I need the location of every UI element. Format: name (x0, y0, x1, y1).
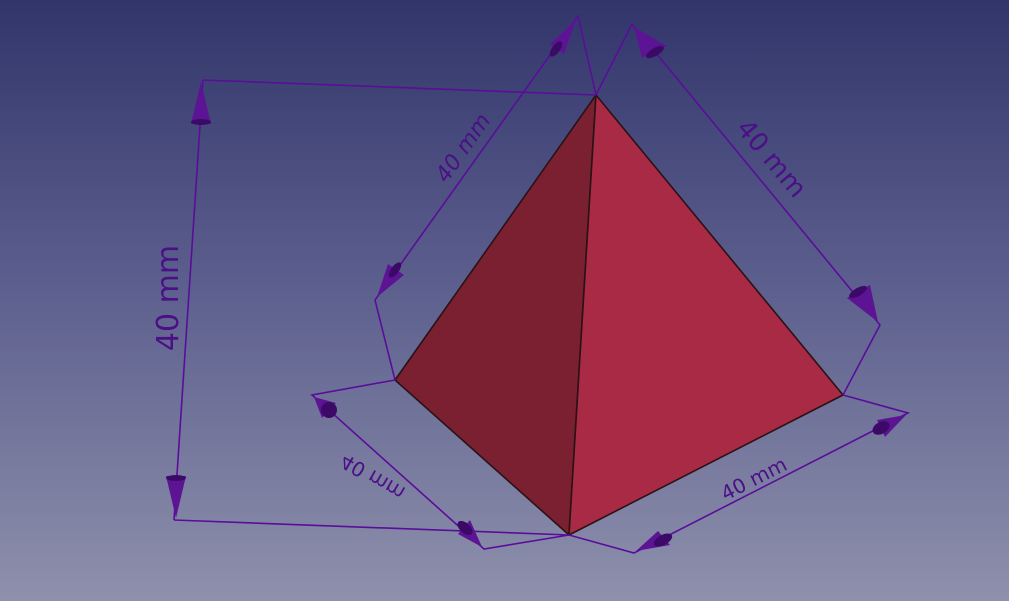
arrow-left-icon (314, 397, 337, 418)
tetrahedron-right-face[interactable] (568, 94, 844, 536)
dimension-line (173, 79, 204, 521)
dimension-vertical-height[interactable]: 40 mm (151, 79, 597, 536)
arrow-down-icon (847, 285, 878, 322)
dimension-label-bottom-right: 40 mm (717, 452, 791, 506)
extension-line (202, 79, 597, 96)
dimension-label-bottom-left: 40 mm (336, 449, 409, 505)
arrow-down-icon (377, 262, 404, 297)
arrow-right-icon (872, 415, 906, 437)
arrow-up-icon (549, 20, 576, 57)
arrow-up-icon (634, 27, 667, 59)
arrow-left-icon (636, 531, 673, 551)
dimension-line (310, 379, 570, 550)
tetrahedron-solid[interactable] (394, 94, 844, 536)
tetrahedron-left-face[interactable] (394, 94, 597, 536)
dimension-label-height: 40 mm (151, 245, 186, 351)
dimension-line (374, 14, 597, 381)
dimension-line (568, 394, 911, 554)
arrow-down-icon (166, 475, 186, 518)
arrow-right-icon (457, 520, 482, 547)
arrow-up-icon (191, 82, 211, 125)
extension-line (173, 519, 570, 536)
dimension-line (595, 22, 881, 396)
